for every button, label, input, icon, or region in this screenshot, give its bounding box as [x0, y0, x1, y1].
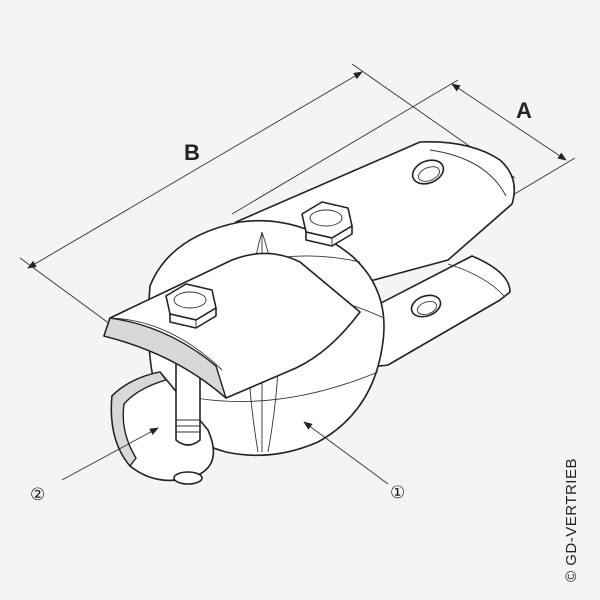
- callout-2-leader: [61, 427, 159, 481]
- rear-bolt-head: [301, 201, 353, 247]
- callout-1-leader: [303, 421, 389, 485]
- copyright-notice: © GD-VERTRIEB: [563, 458, 580, 582]
- dimension-label-b: B: [184, 140, 200, 165]
- top-saddle-plate: [103, 252, 361, 399]
- dimension-label-a: A: [516, 98, 532, 123]
- callout-label-1: ①: [390, 483, 405, 503]
- callout-label-2: ②: [30, 485, 45, 505]
- front-bolt-head: [165, 283, 217, 329]
